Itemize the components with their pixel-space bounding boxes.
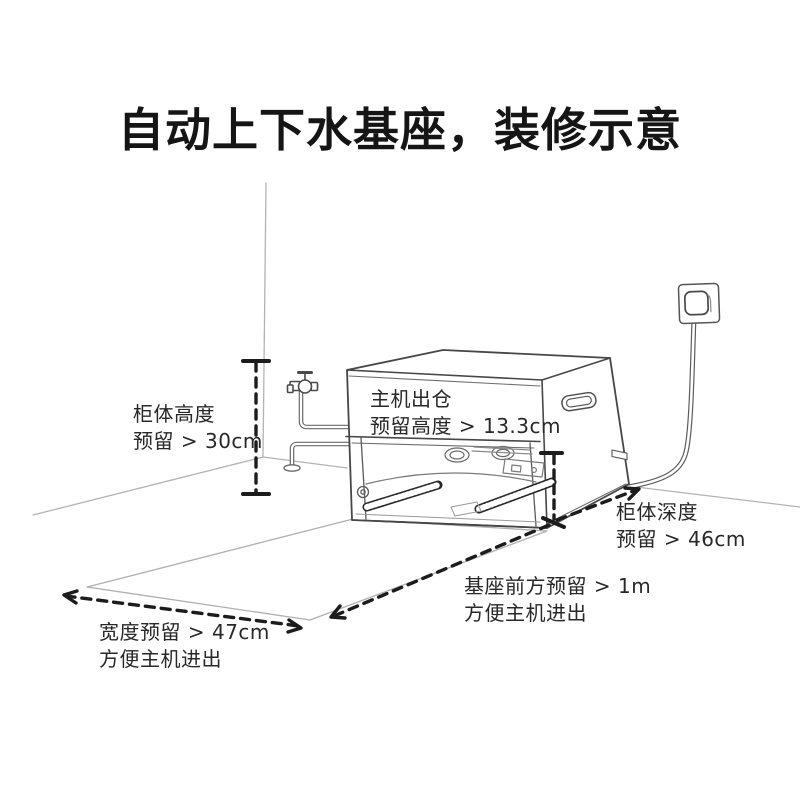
annotation-line: 预留 > 46cm xyxy=(616,527,746,551)
annotation-line: 宽度预留 > 47cm xyxy=(99,620,270,644)
exit-height-dimension-line xyxy=(539,451,566,529)
dimension-lines xyxy=(62,359,641,634)
annotation-line: 主机出仓 xyxy=(370,387,452,411)
power-cable xyxy=(625,313,697,490)
front-clearance-arrow xyxy=(329,604,347,620)
base-station-drawing xyxy=(345,349,630,529)
faucet-icon xyxy=(286,371,319,394)
wall-floor-right-line xyxy=(627,485,800,508)
side-handle xyxy=(561,391,597,412)
depth-arrow xyxy=(623,486,641,501)
latch-detail xyxy=(356,485,370,499)
robot-silhouette xyxy=(444,445,545,478)
annotation-line: 预留高度 > 13.3cm xyxy=(370,414,561,438)
width-arrow-right xyxy=(286,618,303,634)
front-clearance-dimension-line xyxy=(329,523,551,620)
annotation-cabinet-depth: 柜体深度 预留 > 46cm xyxy=(616,499,746,553)
annotation-line: 柜体深度 xyxy=(616,500,698,524)
annotation-front-clearance: 基座前方预留 > 1m 方便主机进出 xyxy=(464,573,651,627)
room-walls xyxy=(32,182,800,516)
floor-mat xyxy=(86,518,548,621)
ramp-plate xyxy=(450,501,482,517)
side-connector xyxy=(611,449,628,461)
power-outlet-icon xyxy=(677,282,721,325)
pipe-floor-flange xyxy=(283,464,301,472)
annotation-line: 柜体高度 xyxy=(133,402,215,426)
annotation-line: 方便主机进出 xyxy=(99,647,222,671)
width-dimension-line xyxy=(62,589,303,634)
annotation-cabinet-height: 柜体高度 预留 > 30cm xyxy=(133,401,263,455)
wall-corner-line xyxy=(262,182,267,458)
height-dimension-line xyxy=(241,359,271,496)
annotation-line: 预留 > 30cm xyxy=(133,429,263,453)
width-arrow-left xyxy=(62,589,79,605)
dock-interior xyxy=(355,437,557,527)
page-title: 自动上下水基座，装修示意 xyxy=(118,103,682,157)
annotation-dock-exit-height: 主机出仓 预留高度 > 13.3cm xyxy=(370,386,561,440)
water-pipes xyxy=(283,389,352,472)
wall-floor-mid-line xyxy=(262,456,348,469)
depth-dimension-line xyxy=(555,486,641,522)
ramp-treads xyxy=(362,477,557,514)
wall-floor-left-line xyxy=(32,456,264,516)
annotation-line: 基座前方预留 > 1m xyxy=(464,574,652,598)
annotation-width-clearance: 宽度预留 > 47cm 方便主机进出 xyxy=(99,619,270,673)
annotation-line: 方便主机进出 xyxy=(464,601,587,625)
